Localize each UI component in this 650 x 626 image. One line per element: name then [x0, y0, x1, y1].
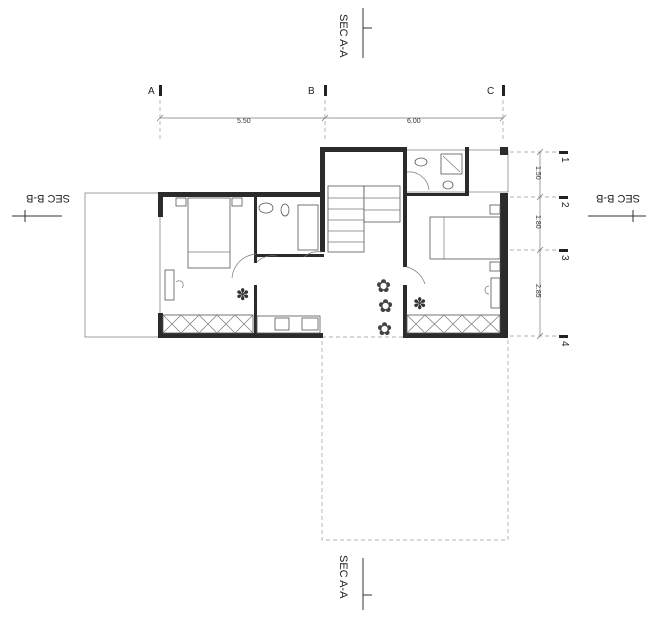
wardrobe — [162, 314, 254, 334]
row-axes: 1 2 3 4 1.50 1.80 2.85 — [510, 148, 570, 347]
chair-icon — [484, 285, 490, 295]
door-swing — [231, 253, 257, 279]
section-label-bottom: SEC A-A — [337, 555, 349, 599]
axis-marker-c — [502, 85, 505, 96]
axis-label-c: C — [487, 86, 494, 97]
section-label-right: SEC B-B — [596, 192, 640, 204]
desk — [490, 277, 501, 309]
right-bathroom — [406, 153, 463, 191]
left-bathroom — [256, 202, 319, 263]
section-label-left: SEC B-B — [26, 192, 70, 204]
hall-planter: ✿ ✿ ✿ — [376, 276, 393, 339]
lower-void-outline — [321, 336, 509, 541]
dimension-12: 1.50 — [534, 166, 541, 180]
door-swing — [406, 266, 426, 285]
section-marker-top: SEC A-A — [337, 8, 372, 58]
walls — [158, 147, 508, 338]
axis-label-3: 3 — [559, 255, 570, 261]
axis-label-a: A — [148, 86, 155, 97]
staircase — [327, 185, 401, 253]
axis-label-4: 4 — [559, 341, 570, 347]
section-marker-right: SEC B-B — [588, 192, 646, 222]
sink-icon — [258, 202, 274, 214]
axis-label-2: 2 — [559, 202, 570, 208]
axis-marker-a — [159, 85, 162, 96]
axis-marker-b — [324, 85, 327, 96]
column-axes: A B C 5.50 6.00 — [148, 85, 507, 140]
section-marker-bottom: SEC A-A — [337, 555, 372, 610]
right-bedroom: ✽ — [406, 204, 501, 334]
dimension-ab: 5.50 — [237, 118, 251, 125]
bathtub-icon — [297, 204, 319, 251]
desk — [164, 269, 175, 301]
stove-icon — [301, 317, 319, 331]
left-bedroom: ✽ — [162, 197, 257, 334]
kitchenette — [256, 315, 321, 334]
svg-text:✿: ✿ — [377, 319, 392, 339]
dimension-34: 2.85 — [534, 284, 541, 298]
kitchen-sink-icon — [274, 317, 290, 331]
section-marker-left: SEC B-B — [12, 192, 70, 222]
dimension-bc: 6.00 — [407, 118, 421, 125]
plant-icon: ✽ — [413, 296, 426, 313]
svg-text:✿: ✿ — [376, 276, 391, 296]
axis-label-b: B — [308, 86, 315, 97]
chair-icon — [175, 280, 184, 289]
svg-text:✿: ✿ — [378, 296, 393, 316]
toilet-icon — [442, 180, 454, 190]
left-terrace-outline — [84, 192, 161, 338]
section-label-top: SEC A-A — [337, 14, 349, 58]
axis-label-1: 1 — [559, 157, 570, 163]
dimension-23: 1.80 — [534, 215, 541, 229]
plant-icon: ✽ — [236, 287, 249, 304]
wardrobe — [406, 314, 501, 334]
toilet-icon — [280, 203, 290, 217]
sink-icon — [414, 157, 428, 167]
bed — [187, 197, 231, 269]
bed — [429, 216, 501, 260]
